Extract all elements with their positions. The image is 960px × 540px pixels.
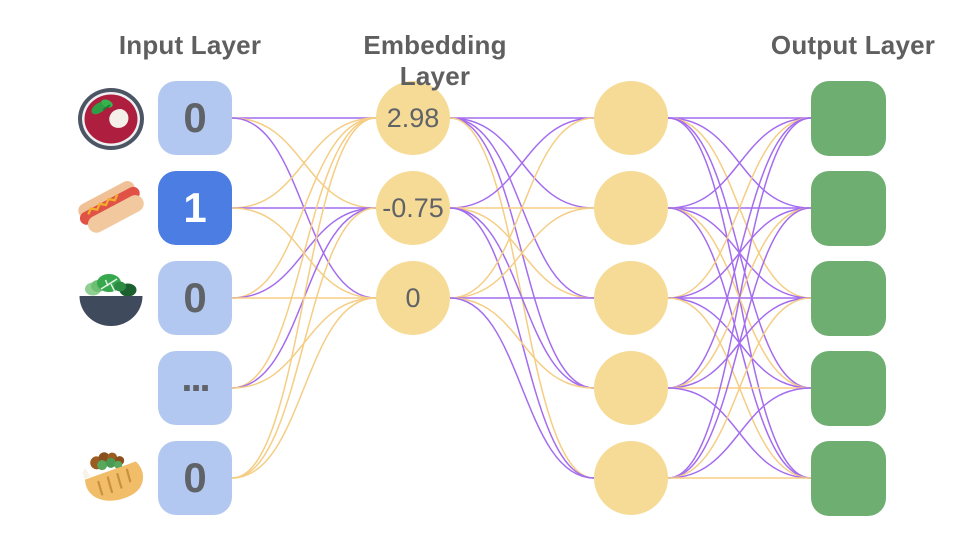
embedding-node-2: -0.75 — [376, 171, 450, 245]
output-node-5 — [811, 441, 886, 516]
hidden-node-1 — [594, 81, 668, 155]
input-node-borscht: 0 — [158, 81, 232, 155]
input-node-value: 0 — [183, 94, 207, 141]
embedding-node-value: 2.98 — [386, 102, 440, 133]
input-node-hot-dog-selected: 1 — [158, 171, 232, 245]
embedding-node-3: 0 — [376, 261, 450, 335]
output-layer-title: Output Layer — [770, 30, 936, 60]
hidden-node-2 — [594, 171, 668, 245]
hidden-node-4 — [594, 351, 668, 425]
embedding-node-value: -0.75 — [382, 192, 444, 223]
output-node-1 — [811, 81, 886, 156]
hidden-node-5 — [594, 441, 668, 515]
input-node-value: 0 — [183, 454, 207, 501]
output-node-3 — [811, 261, 886, 336]
input-node-value: 1 — [183, 184, 207, 231]
output-node-2 — [811, 171, 886, 246]
embedding-node-1: 2.98 — [376, 81, 450, 155]
stuffed-pita-icon — [82, 452, 144, 501]
hot-dog-icon — [78, 181, 144, 233]
salad-icon — [79, 274, 143, 326]
input-layer-title: Input Layer — [118, 30, 262, 60]
borscht-bowl-icon — [78, 88, 144, 150]
input-node-pita: 0 — [158, 441, 232, 515]
output-node-4 — [811, 351, 886, 426]
input-node-value: 0 — [183, 274, 207, 321]
embedding-layer-title: Embedding Layer — [363, 30, 507, 91]
embedding-node-value: 0 — [405, 282, 421, 313]
input-node-value: ... — [181, 355, 210, 400]
hidden-node-3 — [594, 261, 668, 335]
input-node-salad: 0 — [158, 261, 232, 335]
input-node-ellipsis: ... — [158, 351, 232, 425]
